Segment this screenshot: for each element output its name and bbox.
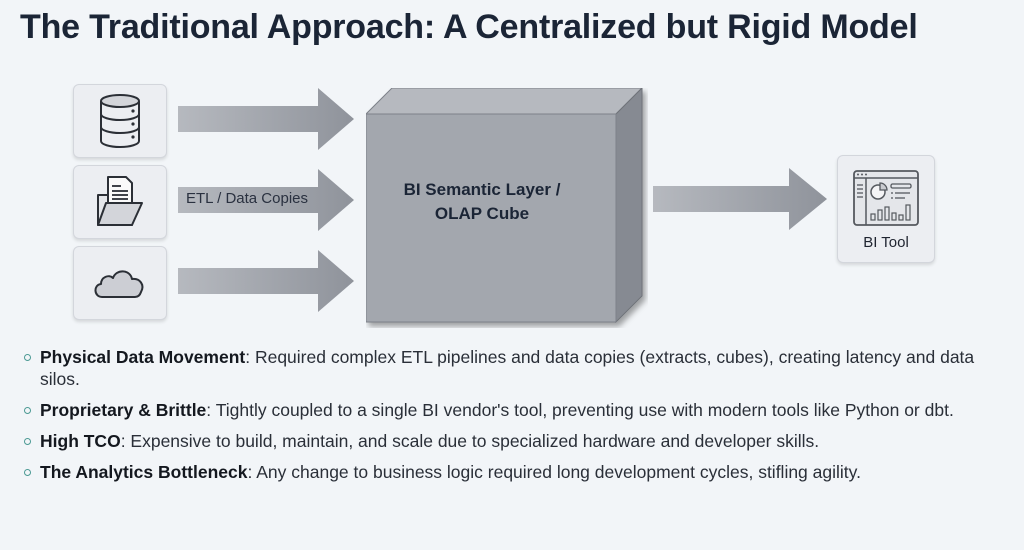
bullet-marker-icon	[24, 354, 31, 361]
bi-tool-label: BI Tool	[863, 234, 909, 251]
bullet-term: Proprietary & Brittle	[40, 400, 207, 420]
bullet-item: Proprietary & Brittle: Tightly coupled t…	[22, 399, 1012, 421]
source-files-box	[73, 165, 167, 239]
arrow-files-to-cube	[178, 169, 354, 231]
cube-label-line1: BI Semantic Layer /	[403, 180, 561, 199]
cube-label: BI Semantic Layer / OLAP Cube	[366, 178, 598, 226]
arrow-database-to-cube	[178, 88, 354, 150]
bullet-term: High TCO	[40, 431, 121, 451]
arrow-cube-to-bi-tool	[653, 168, 827, 230]
bi-tool-box: BI Tool	[837, 155, 935, 263]
bullet-term: The Analytics Bottleneck	[40, 462, 248, 482]
olap-cube	[366, 88, 643, 324]
etl-label: ETL / Data Copies	[186, 190, 308, 207]
bullet-term: Physical Data Movement	[40, 347, 246, 367]
dashboard-icon	[853, 170, 919, 226]
bullet-item: Physical Data Movement: Required complex…	[22, 346, 1012, 390]
database-icon	[100, 94, 140, 148]
cloud-icon	[94, 270, 144, 298]
folder-document-icon	[97, 176, 143, 226]
cube-label-line2: OLAP Cube	[434, 204, 530, 223]
bullet-item: The Analytics Bottleneck: Any change to …	[22, 461, 1012, 483]
page-title: The Traditional Approach: A Centralized …	[20, 8, 918, 46]
bullet-marker-icon	[24, 438, 31, 445]
source-database-box	[73, 84, 167, 158]
bullet-text: : Tightly coupled to a single BI vendor'…	[206, 400, 954, 420]
bullet-marker-icon	[24, 407, 31, 414]
bullet-marker-icon	[24, 469, 31, 476]
bullet-text: : Expensive to build, maintain, and scal…	[120, 431, 820, 451]
bullet-text: : Required complex ETL pipelines and dat…	[40, 347, 975, 389]
bullet-item: High TCO: Expensive to build, maintain, …	[22, 430, 1012, 452]
bullet-list: Physical Data Movement: Required complex…	[22, 346, 1012, 492]
arrow-cloud-to-cube	[178, 250, 354, 312]
source-cloud-box	[73, 246, 167, 320]
bullet-text: : Any change to business logic required …	[247, 462, 861, 482]
